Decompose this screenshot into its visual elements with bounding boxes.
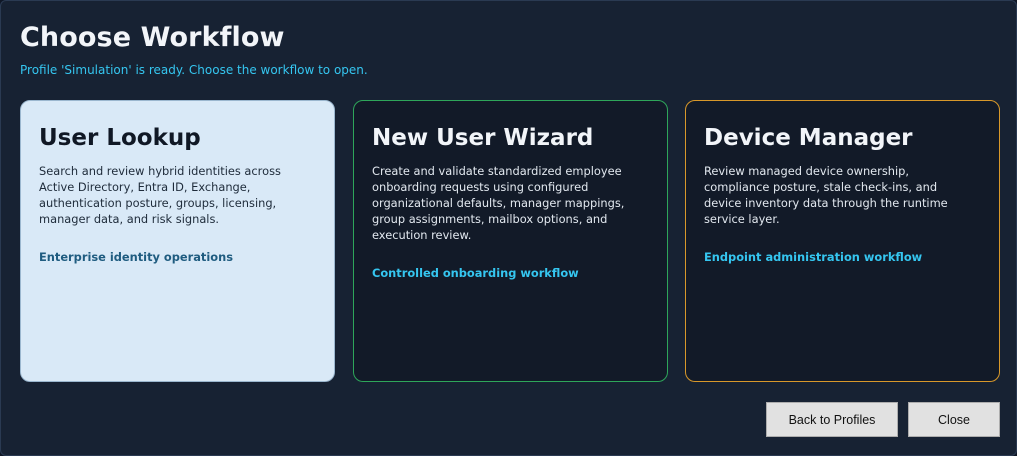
back-to-profiles-button[interactable]: Back to Profiles <box>766 402 898 437</box>
card-description: Review managed device ownership, complia… <box>704 164 948 226</box>
card-tag: Enterprise identity operations <box>39 250 233 264</box>
close-button[interactable]: Close <box>908 402 1000 437</box>
card-title: New User Wizard <box>372 125 594 151</box>
card-description: Create and validate standardized employe… <box>372 164 625 242</box>
dialog-title: Choose Workflow <box>20 22 285 53</box>
dialog-subtitle: Profile 'Simulation' is ready. Choose th… <box>20 63 368 77</box>
card-tag: Endpoint administration workflow <box>704 250 923 264</box>
device-manager-card[interactable]: Device Manager Review managed device own… <box>685 100 1000 382</box>
new-user-wizard-card[interactable]: New User Wizard Create and validate stan… <box>353 100 668 382</box>
card-description: Search and review hybrid identities acro… <box>39 164 281 226</box>
user-lookup-card[interactable]: User Lookup Search and review hybrid ide… <box>20 100 335 382</box>
card-title: Device Manager <box>704 125 913 151</box>
card-title: User Lookup <box>39 125 201 151</box>
card-tag: Controlled onboarding workflow <box>372 266 579 280</box>
